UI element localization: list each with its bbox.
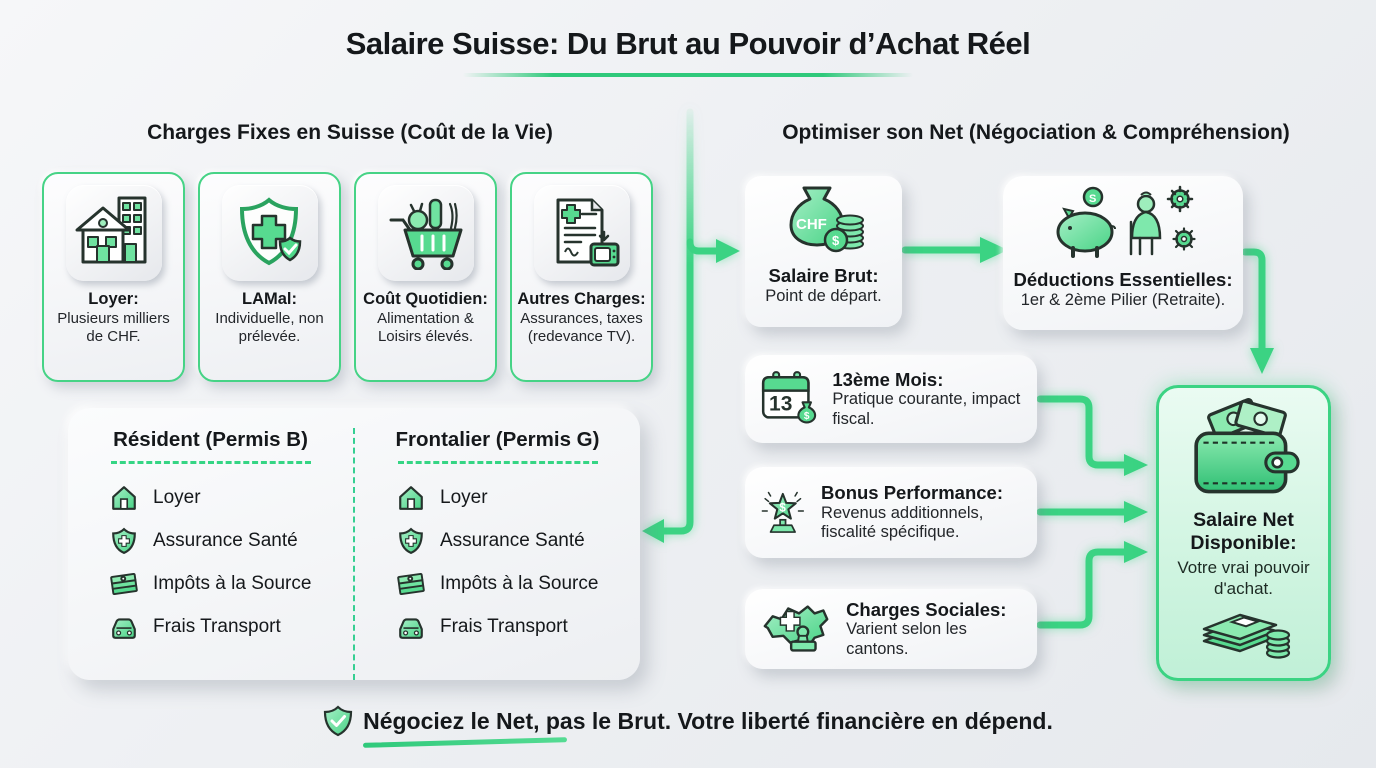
card-description: Votre vrai pouvoir d'achat. [1177,557,1310,598]
list-item: Loyer [355,476,640,519]
item-label: Loyer [153,486,201,508]
svg-text:S: S [1089,193,1096,205]
card-description: Individuelle, non prélevée. [215,310,324,346]
footer: Négociez le Net, pas le Brut. Votre libe… [0,705,1376,748]
card-charges-sociales: Charges Sociales: Varient selon les cant… [745,589,1037,669]
shield-check-icon [324,705,353,737]
svg-text:$: $ [804,411,810,422]
star-trophy-icon: $ [761,491,805,533]
page-title: Salaire Suisse: Du Brut au Pouvoir d’Ach… [345,26,1031,61]
footer-text: Négociez le Net, pas le Brut. Votre libe… [363,707,1053,748]
card-description: Pratique courante, impact fiscal. [832,390,1021,428]
list-item: Frais Transport [68,605,353,648]
item-label: Impôts à la Source [440,572,599,594]
frontalier-header: Frontalier (Permis G) [395,428,600,451]
card-cout-quotidien: Coût Quotidien: Alimentation & Loisirs é… [354,172,497,382]
shield-plus-icon [112,527,136,554]
card-description: Assurances, taxes (redevance TV). [520,310,643,346]
card-loyer: Loyer: Plusieurs milliers de CHF. [42,172,185,382]
list-item: Loyer [68,476,353,519]
list-item: Impôts à la Source [355,562,640,605]
car-icon [399,617,423,639]
footer-underline [363,736,568,748]
card-13eme-mois: 13 $ 13ème Mois: Pratique courante, impa… [745,355,1037,443]
grocery-cart-icon [377,185,474,281]
list-item: Impôts à la Source [68,562,353,605]
card-label: Loyer: [88,290,139,308]
banknotes-icon [397,572,425,595]
resident-column: Résident (Permis B) Loyer Assurance Sant… [68,428,353,680]
card-description: Point de départ. [765,287,882,305]
card-label: Coût Quotidien: [363,290,488,308]
svg-text:CHF: CHF [796,216,827,233]
footer-message: Négociez le Net, pas le Brut. Votre libe… [363,707,1053,734]
card-description: Alimentation & Loisirs élevés. [377,310,474,346]
card-description: Plusieurs milliers de CHF. [57,310,170,346]
card-label: 13ème Mois: [832,368,944,390]
list-item: Assurance Santé [68,519,353,562]
fixed-charges-row: Loyer: Plusieurs milliers de CHF. LAMal:… [42,172,653,382]
item-label: Frais Transport [153,615,281,637]
right-section-header: Optimiser son Net (Négociation & Compréh… [782,121,1290,144]
resident-header: Résident (Permis B) [113,428,308,451]
wallet-cash-icon [1193,398,1300,494]
house-building-icon [65,185,162,281]
card-salaire-brut: CHF $ Salaire Brut: Point de départ. [745,176,902,327]
shield-plus-icon [399,527,423,554]
card-label: Salaire Net Disponible: [1190,509,1297,555]
card-label: LAMal: [242,290,297,308]
document-tv-icon [533,185,630,281]
piggy-bank-retirement-icon: S [1056,185,1196,258]
left-section-header: Charges Fixes en Suisse (Coût de la Vie) [147,121,553,144]
item-label: Assurance Santé [153,529,298,551]
card-salaire-net: Salaire Net Disponible: Votre vrai pouvo… [1156,385,1331,681]
card-deductions: S Déductions Essentielles: 1er & 2ème Pi… [1003,176,1243,330]
list-item: Frais Transport [355,605,640,648]
calendar-13-icon: 13 $ [761,371,817,424]
dashed-underline [110,461,311,464]
card-lamal: LAMal: Individuelle, non prélevée. [198,172,341,382]
house-icon [399,485,423,510]
card-label: Autres Charges: [517,290,646,308]
frontalier-column: Frontalier (Permis G) Loyer Assurance Sa… [353,428,640,680]
banknotes-icon [110,572,138,595]
card-autres-charges: Autres Charges: Assurances, taxes (redev… [510,172,653,382]
permit-comparison-card: Résident (Permis B) Loyer Assurance Sant… [68,408,640,680]
item-label: Assurance Santé [440,529,585,551]
card-description: Revenus additionnels, fiscalité spécifiq… [821,503,984,542]
card-bonus-performance: $ Bonus Performance: Revenus additionnel… [745,467,1037,558]
money-bag-chf-icon: CHF $ [789,186,864,253]
list-item: Assurance Santé [355,519,640,562]
card-label: Charges Sociales: [846,598,1007,620]
dashed-underline [397,461,598,464]
card-label: Déductions Essentielles: [1013,269,1233,290]
svg-text:13: 13 [769,393,792,416]
house-icon [112,485,136,510]
svg-text:$: $ [832,233,840,248]
card-description: Varient selon les cantons. [846,620,967,658]
shield-cross-icon [221,185,318,281]
item-label: Loyer [440,486,488,508]
card-label: Bonus Performance: [821,482,1003,504]
card-label: Salaire Brut: [768,265,879,286]
title-underline [463,73,913,77]
item-label: Frais Transport [440,615,568,637]
banknotes-coins-icon [1202,614,1290,659]
card-description: 1er & 2ème Pilier (Retraite). [1020,291,1226,309]
svg-text:$: $ [779,502,786,514]
swiss-map-stamp-icon [763,605,829,652]
car-icon [112,617,136,639]
item-label: Impôts à la Source [153,572,312,594]
